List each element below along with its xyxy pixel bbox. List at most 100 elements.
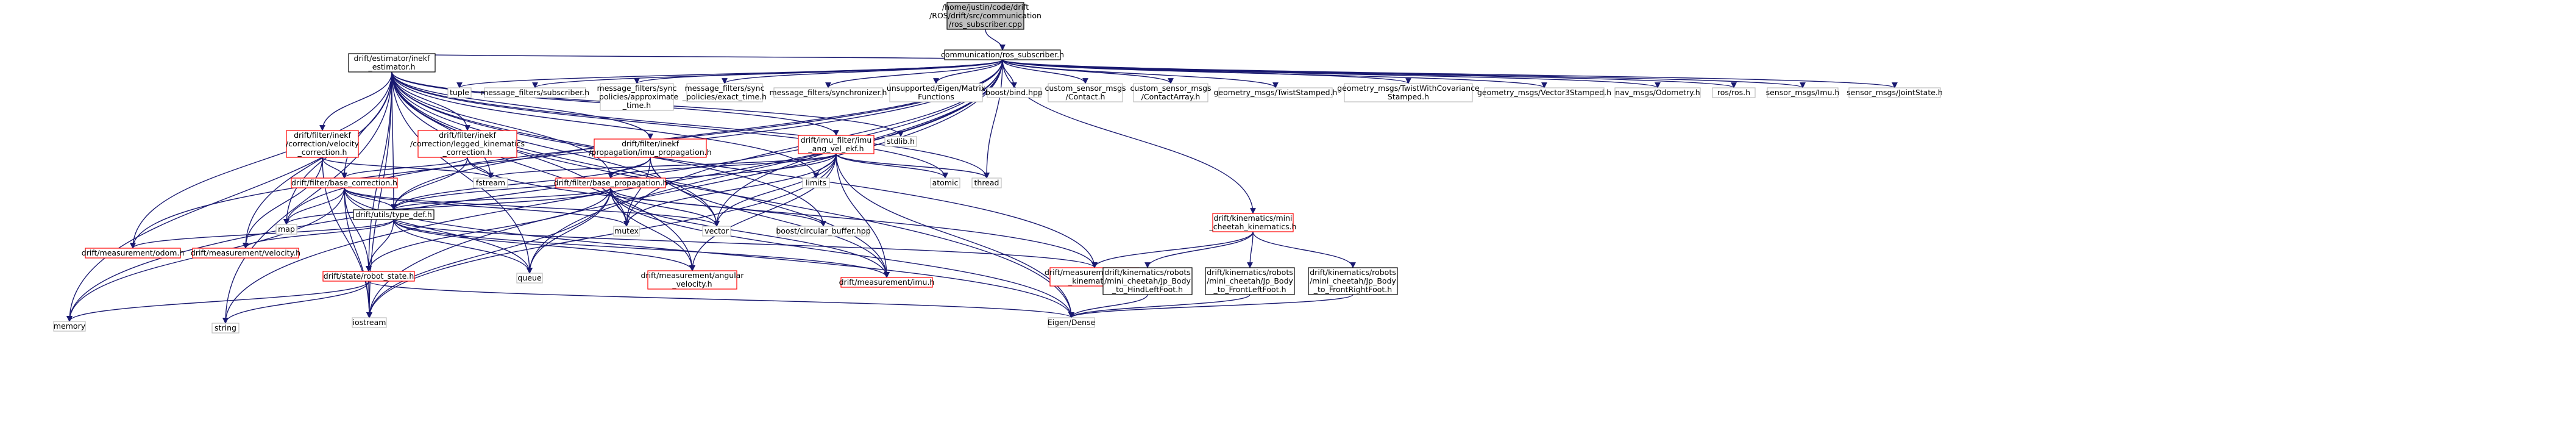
node-vector[interactable]: vector: [702, 226, 731, 237]
node-twist-cov[interactable]: geometry_msgs/TwistWithCovarianceStamped…: [1337, 83, 1480, 102]
node-label-line: iostream: [353, 318, 386, 327]
node-leg-kin-corr[interactable]: drift/filter/inekf/correction/legged_kin…: [410, 130, 525, 158]
node-joint-state[interactable]: sensor_msgs/JointState.h: [1847, 87, 1943, 98]
node-label-line: stdlib.h: [887, 137, 915, 146]
node-boost-cb[interactable]: boost/circular_buffer.hpp: [776, 226, 871, 237]
edge-base_corr-to-iostream: [344, 187, 372, 318]
edge-mini_cheetah-to-jp_front_left: [1247, 231, 1254, 268]
node-box: [600, 83, 674, 111]
node-label-line: /mini_cheetah/Jp_Body: [1104, 276, 1191, 285]
node-meas-vel[interactable]: drift/measurement/velocity.h: [191, 248, 300, 259]
node-meas-odom[interactable]: drift/measurement/odom.h: [82, 248, 185, 259]
node-atomic[interactable]: atomic: [930, 177, 960, 188]
node-twist-stamped[interactable]: geometry_msgs/TwistStamped.h: [1214, 87, 1338, 98]
node-mf-exact[interactable]: message_filters/sync_policies/exact_time…: [682, 83, 767, 102]
node-map[interactable]: map: [275, 224, 297, 235]
node-box: [1484, 87, 1605, 98]
node-iostream[interactable]: iostream: [352, 317, 387, 328]
node-base-prop[interactable]: drift/filter/base_propagation.h: [554, 177, 668, 188]
node-vel-corr[interactable]: drift/filter/inekf/correction/velocity_c…: [286, 130, 360, 158]
node-mf-sync[interactable]: message_filters/synchronizer.h: [770, 87, 887, 98]
node-label-line: /ContactArray.h: [1141, 92, 1201, 101]
node-thread[interactable]: thread: [971, 177, 1002, 188]
edge-type_def-to-robot_state: [366, 219, 394, 272]
node-label-line: /mini_cheetah/Jp_Body: [1310, 276, 1396, 285]
node-tuple[interactable]: tuple: [447, 87, 472, 98]
edge-inekf_est-to-eigen_dense: [391, 71, 1074, 318]
node-box: [484, 87, 586, 98]
node-type-def[interactable]: drift/utils/type_def.h: [353, 209, 435, 220]
node-imu-prop[interactable]: drift/filter/inekf/propagation/imu_propa…: [589, 138, 712, 158]
node-box: [286, 130, 359, 158]
node-memory[interactable]: memory: [53, 321, 86, 332]
node-box: [946, 2, 1024, 30]
node-eigen-dense[interactable]: Eigen/Dense: [1048, 317, 1096, 328]
node-box: [613, 226, 640, 237]
node-label-line: drift/kinematics/robots: [1104, 268, 1190, 277]
edge-base_prop-to-boost_cb: [610, 187, 826, 227]
node-inekf-est[interactable]: drift/estimator/inekf_estimator.h: [348, 53, 436, 73]
node-queue[interactable]: queue: [516, 273, 543, 284]
edge-jp_front_right-to-eigen_dense: [1068, 294, 1354, 318]
node-jp-front-right[interactable]: drift/kinematics/robots/mini_cheetah/Jp_…: [1308, 267, 1398, 295]
edge-imu_ekf-to-eigen_dense: [836, 153, 1074, 318]
node-ros-sub-h[interactable]: communication/ros_subscriber.h: [941, 49, 1064, 60]
node-imu-ekf[interactable]: drift/imu_filter/imu_ang_vel_ekf.h: [798, 135, 875, 154]
node-limits[interactable]: limits: [802, 177, 830, 188]
node-vec3-stamped[interactable]: geometry_msgs/Vector3Stamped.h: [1477, 87, 1611, 98]
node-label-line: message_filters/synchronizer.h: [770, 88, 887, 97]
node-meas-angvel[interactable]: drift/measurement/angular_velocity.h: [641, 270, 745, 290]
node-stdlib[interactable]: stdlib.h: [884, 136, 917, 147]
edge-inekf_est-to-robot_state: [366, 71, 392, 272]
node-box: [777, 226, 870, 237]
node-box: [555, 177, 666, 188]
node-jp-front-left[interactable]: drift/kinematics/robots/mini_cheetah/Jp_…: [1205, 267, 1295, 295]
node-odometry[interactable]: nav_msgs/Odometry.h: [1614, 87, 1701, 98]
node-box: [275, 224, 297, 235]
edges-layer: [66, 29, 1898, 324]
node-box: [1133, 83, 1208, 102]
node-box: [1048, 317, 1095, 328]
node-boost-bind[interactable]: boost/bind.hpp: [985, 87, 1043, 98]
edge-base_prop-to-eigen_dense: [610, 187, 1074, 318]
edge-mini_cheetah-to-meas_legged: [1091, 231, 1254, 268]
node-label-line: map: [278, 224, 295, 234]
node-label-line: /home/justin/code/drift: [942, 2, 1029, 12]
edge-inekf_est-to-meas_legged: [391, 71, 1098, 268]
node-custom-contact-arr[interactable]: custom_sensor_msgs/ContactArray.h: [1130, 83, 1212, 102]
node-label-line: drift/filter/base_correction.h: [291, 178, 397, 187]
node-imu-msg[interactable]: sensor_msgs/Imu.h: [1766, 87, 1840, 98]
edge-leg_kin_corr-to-base_corr: [341, 157, 468, 179]
edge-inekf_est-to-atomic: [391, 71, 948, 179]
node-box: [211, 323, 240, 334]
edge-inekf_est-to-leg_kin_corr: [391, 71, 470, 131]
node-label-line: fstream: [476, 178, 505, 187]
node-box: [1218, 87, 1333, 98]
edge-imu_ekf-to-meas_angvel: [689, 153, 837, 271]
edge-type_def-to-meas_vel: [243, 219, 394, 249]
edge-leg_kin_corr-to-fstream: [467, 157, 494, 179]
node-meas-imu[interactable]: drift/measurement/imu.h: [839, 277, 935, 288]
edge-imu_ekf-to-thread: [836, 153, 990, 179]
node-ros-h[interactable]: ros/ros.h: [1712, 87, 1756, 98]
node-fstream[interactable]: fstream: [473, 177, 508, 188]
node-jp-hind-left[interactable]: drift/kinematics/robots/mini_cheetah/Jp_…: [1102, 267, 1193, 295]
node-box: [322, 271, 415, 282]
node-root[interactable]: /home/justin/code/drift/ROS/drift/src/co…: [929, 2, 1041, 30]
edge-inekf_est-to-meas_odom: [130, 71, 392, 249]
node-mf-approx[interactable]: message_filters/sync_policies/approximat…: [595, 83, 679, 111]
node-mutex[interactable]: mutex: [613, 226, 640, 237]
edge-base_prop-to-type_def: [391, 187, 611, 210]
node-string[interactable]: string: [211, 323, 240, 334]
node-label-line: _cheetah_kinematics.h: [1209, 222, 1297, 231]
node-mini-cheetah[interactable]: drift/kinematics/mini_cheetah_kinematics…: [1209, 213, 1297, 232]
node-mf-sub[interactable]: message_filters/subscriber.h: [481, 87, 589, 98]
node-base-corr[interactable]: drift/filter/base_correction.h: [291, 177, 398, 188]
edge-inekf_est-to-thread: [391, 71, 990, 179]
node-label-line: _correction.h: [442, 148, 492, 157]
node-robot-state[interactable]: drift/state/robot_state.h: [322, 271, 415, 282]
node-box: [1712, 87, 1756, 98]
node-custom-contact[interactable]: custom_sensor_msgs/Contact.h: [1045, 83, 1126, 102]
node-box: [1344, 83, 1473, 102]
